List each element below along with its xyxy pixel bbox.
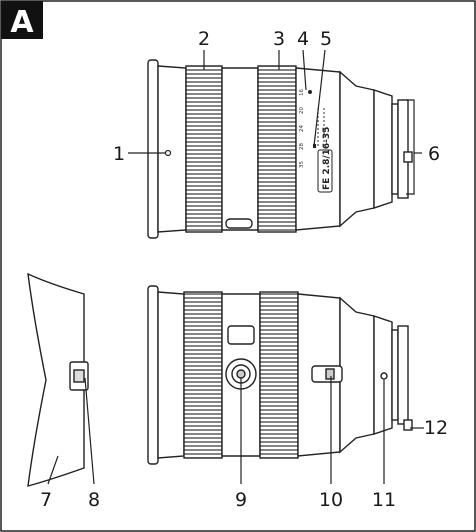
zoom-ring	[185, 65, 223, 233]
mount-index-pin	[403, 151, 413, 163]
focus-hold-button	[225, 218, 253, 229]
callout-9: 9	[235, 489, 247, 511]
lens-hood	[27, 272, 89, 487]
panel-label: A	[10, 5, 34, 40]
rear-barrel-step	[373, 89, 393, 209]
lens-top-view	[147, 59, 413, 239]
svg-text:28: 28	[299, 143, 305, 150]
rear-barrel-2	[339, 296, 375, 454]
front-filter-ring-2	[147, 285, 159, 465]
svg-text:20: 20	[299, 107, 305, 114]
hood-body	[27, 272, 85, 487]
model-text: FE 2.8/16-35	[322, 127, 332, 190]
callout-2: 2	[198, 28, 210, 50]
callout-4: 4	[297, 28, 309, 50]
zoom-ring-2	[259, 291, 299, 459]
panel-badge: A	[1, 1, 43, 40]
focus-ring-2	[183, 291, 223, 459]
callout-11: 11	[372, 489, 396, 511]
model-plate: FE 2.8/16-35	[317, 127, 333, 193]
svg-text:16: 16	[299, 89, 305, 96]
callout-8: 8	[88, 489, 100, 511]
rear-mount-plate	[391, 103, 399, 195]
mid-barrel	[221, 67, 259, 231]
callout-1: 1	[113, 143, 125, 165]
front-barrel	[157, 65, 187, 233]
lens-contacts	[403, 419, 413, 431]
callout-12: 12	[424, 417, 448, 439]
lens-mount-2	[397, 325, 409, 425]
callouts-top	[128, 49, 422, 195]
callout-5: 5	[320, 28, 332, 50]
callout-7: 7	[40, 489, 52, 511]
front-barrel-2	[157, 291, 185, 459]
rear-barrel	[339, 70, 375, 228]
focus-hold-button-2	[227, 325, 255, 345]
focal-length-scale: 16 20 24 28 35	[299, 89, 325, 168]
callout-6: 6	[428, 143, 440, 165]
svg-text:35: 35	[299, 161, 305, 168]
focus-ring	[257, 65, 297, 233]
lens-mount	[397, 99, 409, 199]
callout-10: 10	[319, 489, 343, 511]
zoom-index-mark	[308, 90, 312, 94]
callouts-bottom	[240, 376, 424, 484]
front-filter-ring	[147, 59, 159, 239]
mount-index-dot	[380, 372, 388, 380]
callouts-hood	[47, 377, 95, 485]
callout-3: 3	[273, 28, 285, 50]
lens-bottom-view	[147, 285, 413, 465]
svg-text:24: 24	[299, 125, 305, 132]
